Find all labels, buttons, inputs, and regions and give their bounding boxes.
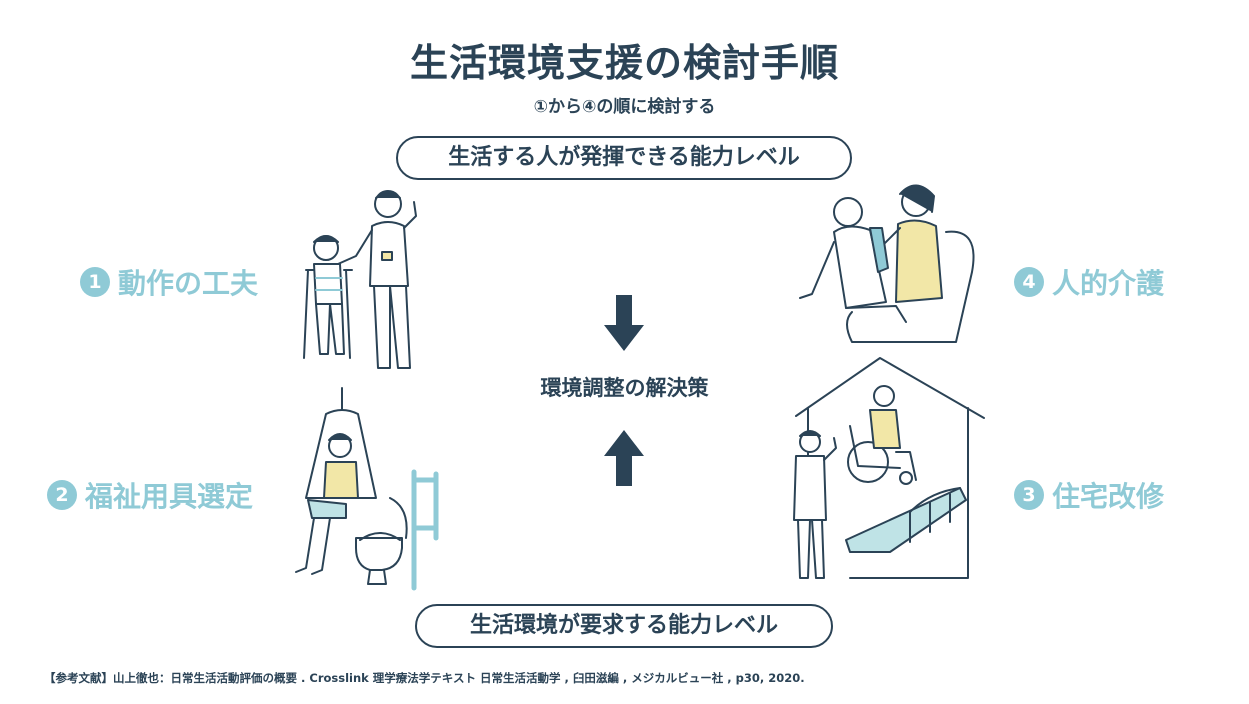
step-1-number: 1 xyxy=(80,267,110,297)
step-1-text: 動作の工夫 xyxy=(118,267,259,300)
step-2-text: 福祉用具選定 xyxy=(85,480,254,513)
home-ramp-illustration xyxy=(793,357,985,579)
step-3-text: 住宅改修 xyxy=(1052,480,1165,513)
step-4-text: 人的介護 xyxy=(1052,267,1165,300)
step-3-label: 3 住宅改修 xyxy=(1014,475,1164,515)
step-3-number: 3 xyxy=(1014,480,1044,510)
step-2-number: 2 xyxy=(47,480,77,510)
reference-footer: 【参考文献】山上徹也：日常生活活動評価の概要 . Crosslink 理学療法学… xyxy=(44,671,805,685)
page-title: 生活環境支援の検討手順 xyxy=(409,41,839,85)
arrow-down-icon xyxy=(604,295,644,351)
caregiver-assistance-illustration xyxy=(799,184,975,343)
page-subtitle: ①から④の順に検討する xyxy=(533,97,716,117)
step-2-label: 2 福祉用具選定 xyxy=(47,475,253,515)
crutch-training-illustration xyxy=(303,190,417,369)
top-pill-person-ability: 生活する人が発揮できる能力レベル xyxy=(396,136,852,180)
bottom-pill-environment-demand: 生活環境が要求する能力レベル xyxy=(415,604,833,648)
step-1-label: 1 動作の工夫 xyxy=(80,262,258,302)
step-4-label: 4 人的介護 xyxy=(1014,262,1164,302)
step-4-number: 4 xyxy=(1014,267,1044,297)
center-solution-text: 環境調整の解決策 xyxy=(540,376,709,400)
arrow-up-icon xyxy=(604,430,644,486)
sling-lift-toilet-illustration xyxy=(295,387,439,591)
